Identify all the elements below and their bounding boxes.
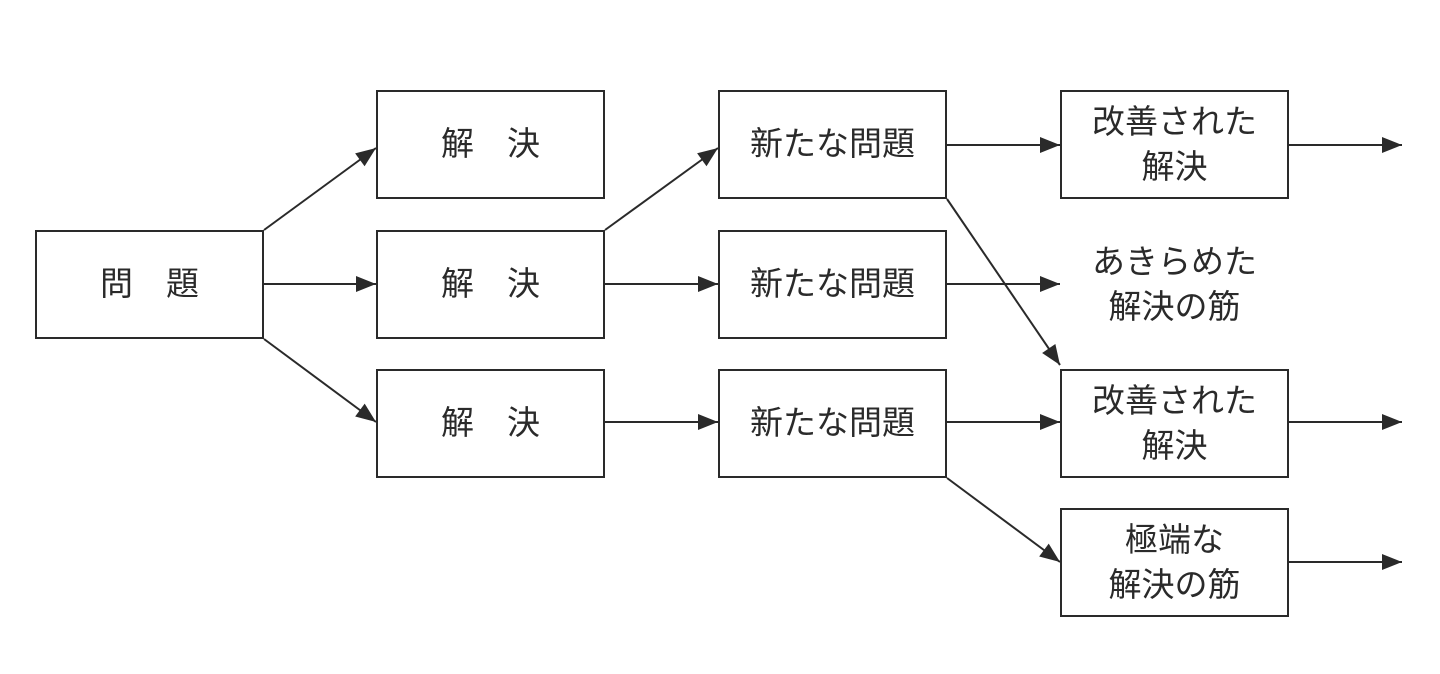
extreme-path-node: 極端な 解決の筋 [1060, 508, 1289, 617]
new-problem-node-3: 新たな問題 [718, 369, 947, 478]
solution-node-3: 解 決 [376, 369, 605, 478]
improved-solution-label: 改善された 解決 [1092, 101, 1257, 186]
solution-label: 解 決 [441, 124, 540, 164]
improved-solution-node-2: 改善された 解決 [1060, 369, 1289, 478]
problem-node: 問 題 [35, 230, 264, 339]
solution-label: 解 決 [441, 264, 540, 304]
new-problem-label: 新たな問題 [750, 403, 915, 443]
problem-label: 問 題 [100, 264, 199, 304]
abandoned-path-label: あきらめた 解決の筋 [1092, 241, 1257, 326]
arrow-new-problem-3-to-extreme [946, 477, 1061, 563]
new-problem-label: 新たな問題 [750, 264, 915, 304]
arrow-problem-to-solution-1 [263, 147, 377, 231]
improved-solution-label: 改善された 解決 [1092, 380, 1257, 465]
arrow-solution-2-to-new-problem-1 [604, 147, 719, 231]
extreme-path-label: 極端な 解決の筋 [1108, 519, 1241, 604]
new-problem-node-2: 新たな問題 [718, 230, 947, 339]
abandoned-path-node: あきらめた 解決の筋 [1060, 230, 1289, 339]
new-problem-label: 新たな問題 [750, 124, 915, 164]
arrow-new-problem-1-to-improved-2 [946, 198, 1061, 366]
solution-node-1: 解 決 [376, 90, 605, 199]
improved-solution-node-1: 改善された 解決 [1060, 90, 1289, 199]
solution-label: 解 決 [441, 403, 540, 443]
new-problem-node-1: 新たな問題 [718, 90, 947, 199]
arrow-problem-to-solution-3 [263, 338, 377, 423]
solution-node-2: 解 決 [376, 230, 605, 339]
